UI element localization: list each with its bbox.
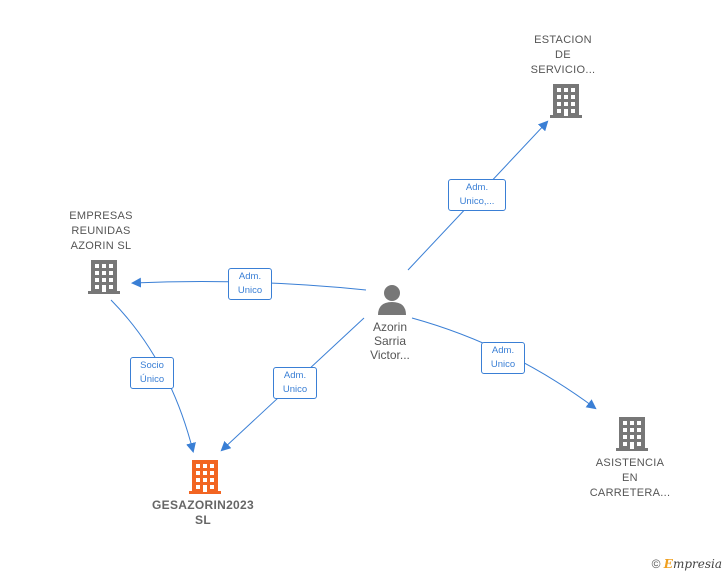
building-icon-gesazorin[interactable] xyxy=(189,460,221,494)
building-icon-empresas[interactable] xyxy=(88,260,120,294)
edge-label-to-estacion[interactable]: Adm. Unico,... xyxy=(448,179,506,211)
company-label-asistencia[interactable]: ASISTENCIA EN CARRETERA... xyxy=(589,457,671,499)
brand-logo: Empresia xyxy=(663,557,722,571)
edge-label-to-empresas[interactable]: Adm. Unico xyxy=(228,268,272,300)
edge-label-empresas-gesazorin[interactable]: Socio Único xyxy=(130,357,174,389)
footer-brand: © Empresia xyxy=(652,557,722,571)
edge-label-to-gesazorin[interactable]: Adm. Unico xyxy=(273,367,317,399)
person-label[interactable]: Azorin Sarria Victor... xyxy=(370,320,410,362)
person-icon[interactable] xyxy=(377,284,407,316)
company-label-gesazorin[interactable]: GESAZORIN2023 SL xyxy=(152,498,254,527)
copyright-icon: © xyxy=(651,557,661,571)
edge-label-to-asistencia[interactable]: Adm. Unico xyxy=(481,342,525,374)
building-icon-asistencia[interactable] xyxy=(616,417,648,451)
company-label-estacion[interactable]: ESTACION DE SERVICIO... xyxy=(530,34,596,76)
company-label-empresas[interactable]: EMPRESAS REUNIDAS AZORIN SL xyxy=(69,210,133,252)
building-icon-estacion[interactable] xyxy=(550,84,582,118)
